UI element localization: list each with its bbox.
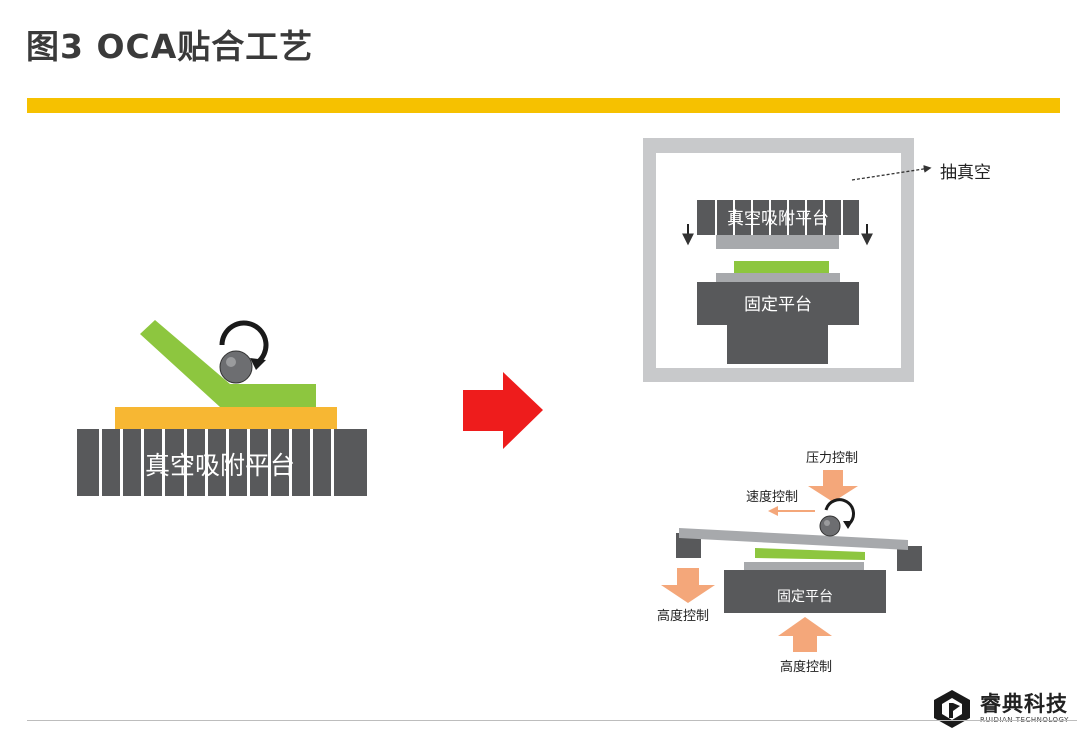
speed-control-label: 速度控制 (746, 489, 798, 505)
height-control-bottom-label: 高度控制 (780, 659, 832, 675)
height-down-arrow (661, 568, 715, 603)
bottom-divider (27, 720, 1077, 721)
right-side-block (897, 546, 922, 571)
pressure-down-arrow (808, 470, 858, 502)
bottom-glass-layer (744, 562, 864, 570)
bottom-green-film (755, 548, 865, 560)
pressure-roll-scene: 压力控制 速度控制 固定平台 高度控制 高度控制 (657, 451, 922, 675)
company-logo-name: 睿典科技 (980, 692, 1068, 716)
upper-platform-label: 真空吸附平台 (727, 209, 829, 229)
accent-bar (27, 98, 1060, 113)
oca-adhesive-layer (115, 407, 337, 429)
upper-vacuum-platform (697, 200, 859, 235)
upper-glass-layer (716, 235, 839, 249)
fixed-platform-base (727, 325, 828, 364)
left-lamination-scene: 真空吸附平台 (77, 320, 367, 496)
vacuum-label: 抽真空 (940, 163, 991, 183)
pressure-control-label: 压力控制 (806, 451, 858, 466)
page-title: 图3 OCA贴合工艺 (26, 27, 314, 66)
vacuum-platform-block (77, 429, 367, 496)
lower-green-film (734, 261, 829, 273)
roller (219, 350, 253, 384)
green-film (140, 320, 316, 407)
bottom-fixed-platform-label: 固定平台 (777, 589, 833, 605)
fixed-platform-label-top: 固定平台 (744, 295, 812, 315)
vacuum-platform-label: 真空吸附平台 (145, 451, 295, 480)
lower-glass-layer (716, 273, 840, 282)
process-arrow-red (463, 372, 543, 449)
bottom-fixed-platform (724, 570, 886, 613)
roller-rotation-arrow (824, 498, 855, 526)
vacuum-exhaust-arrow (851, 165, 932, 181)
company-logo-mark (934, 690, 970, 728)
fixed-platform (697, 282, 859, 325)
pressure-roller (819, 515, 841, 537)
height-up-arrow (778, 617, 832, 652)
tilted-upper-plate (679, 528, 908, 550)
height-control-left-label: 高度控制 (657, 608, 709, 624)
rotation-arrow (219, 320, 269, 364)
platform-slats (99, 429, 334, 496)
vacuum-chamber-scene: 真空吸附平台 抽真空 固定平台 (643, 138, 991, 382)
